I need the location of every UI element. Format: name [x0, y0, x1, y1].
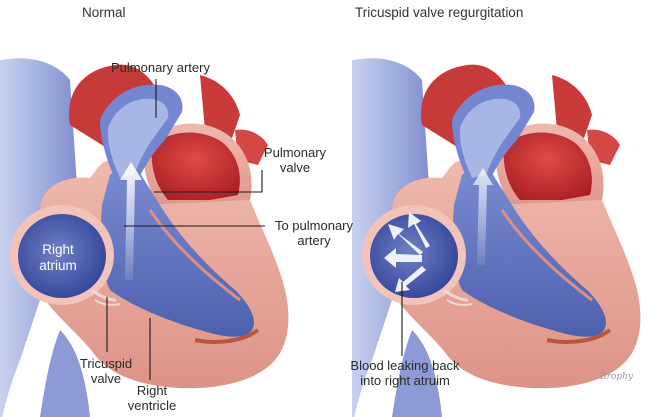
artist-signature: Brophy [600, 372, 633, 382]
pulmonary-valve-line2: valve [279, 160, 311, 175]
tricuspid-valve-line2: valve [90, 371, 122, 386]
blood-leaking-line2: into right atruim [360, 373, 450, 388]
blood-leaking-label: Blood leaking back into right atruim [345, 358, 465, 388]
pulmonary-valve-line1: Pulmonary [263, 145, 327, 160]
leader-lines [106, 79, 403, 380]
right-ventricle-line1: Right [136, 383, 168, 398]
pulmonary-valve-label: Pulmonary valve [255, 145, 335, 175]
backflow-arrows [384, 212, 430, 292]
flow-to-pulmonary-artery-arrow [120, 162, 142, 280]
to-pulmonary-artery-line1: To pulmonary [274, 218, 354, 233]
regurgitation-title: Tricuspid valve regurgitation [355, 5, 524, 20]
right-ventricle-line2: ventricle [127, 398, 177, 413]
blood-leaking-line1: Blood leaking back [350, 358, 460, 373]
to-pulmonary-artery-line2: artery [297, 233, 331, 248]
tricuspid-valve-line1: Tricuspid [79, 356, 133, 371]
pulmonary-artery-label: Pulmonary artery [111, 60, 210, 75]
right-atrium-line1: Right [42, 242, 74, 257]
normal-heart-drawing [0, 56, 291, 417]
right-atrium-label: Right atrium [24, 242, 92, 274]
tricuspid-valve-label: Tricuspid valve [66, 356, 146, 386]
right-atrium-line2: atrium [39, 258, 77, 273]
normal-title: Normal [82, 5, 126, 20]
to-pulmonary-artery-label: To pulmonary artery [266, 218, 362, 248]
regurgitation-heart-drawing [350, 56, 643, 417]
right-ventricle-label: Right ventricle [117, 383, 187, 413]
